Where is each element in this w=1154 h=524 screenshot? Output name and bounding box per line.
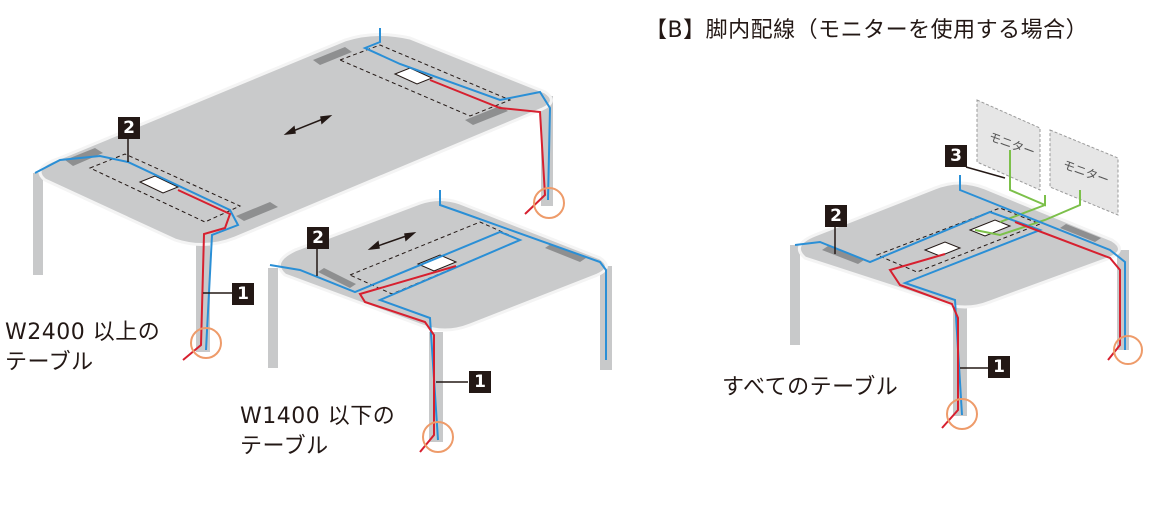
table-leg <box>268 268 278 368</box>
slide-arrow <box>367 231 417 251</box>
blue-cable <box>34 154 240 351</box>
red-cable <box>1014 221 1121 361</box>
table-leg <box>790 245 800 345</box>
table-top <box>38 32 553 246</box>
marker-1: 1 <box>232 283 254 305</box>
red-cable <box>429 79 547 215</box>
diagram-heading: 【B】脚内配線（モニターを使用する場合） <box>645 18 1089 43</box>
marker-2: 2 <box>118 117 140 139</box>
cable-grommet <box>465 106 508 125</box>
marker-2: 2 <box>825 205 847 227</box>
table-leg <box>33 173 43 275</box>
cable-tray <box>875 207 1042 273</box>
large-table <box>33 28 565 361</box>
table-leg <box>1117 250 1129 350</box>
cable-grommet <box>1060 224 1101 242</box>
blue-cable <box>959 175 1126 350</box>
red-cable <box>177 189 232 361</box>
red-cable <box>358 265 457 453</box>
outlet-circle <box>190 327 222 359</box>
blue-cable <box>794 210 1043 416</box>
power-strip <box>923 241 962 257</box>
marker-1: 1 <box>988 356 1010 378</box>
cable-grommet <box>236 202 278 221</box>
cable-grommet <box>545 244 586 262</box>
blue-cable <box>439 190 607 360</box>
leader-line <box>965 166 1006 179</box>
monitor: モニター <box>976 99 1041 191</box>
red-cable <box>888 253 959 429</box>
power-strip <box>138 175 180 194</box>
outlet-circle <box>533 187 565 219</box>
blue-cable <box>362 28 552 201</box>
cable-grommet <box>318 268 356 288</box>
table-top <box>797 181 1121 309</box>
small-table-label: W1400 以下の テーブル <box>240 404 396 459</box>
cable-grommet <box>822 246 864 264</box>
outlet-circle <box>422 421 454 453</box>
monitor-table: モニター モニター <box>790 99 1143 430</box>
blue-cable <box>269 230 523 441</box>
marker-1: 1 <box>469 371 491 393</box>
cable-tray <box>88 153 242 223</box>
all-tables-label: すべてのテーブル <box>722 375 899 400</box>
marker-2: 2 <box>307 227 329 249</box>
marker-3: 3 <box>945 145 967 167</box>
cable-tray <box>338 44 512 117</box>
slide-arrow <box>283 114 333 136</box>
small-table <box>268 190 612 453</box>
power-strip <box>393 67 434 85</box>
monitor: モニター <box>1049 129 1119 216</box>
large-table-label: W2400 以上の テーブル <box>5 320 161 375</box>
outlet-circle <box>1113 335 1143 365</box>
cable-grommet <box>313 47 352 65</box>
power-strip <box>416 254 458 272</box>
outlet-circle <box>946 398 978 430</box>
